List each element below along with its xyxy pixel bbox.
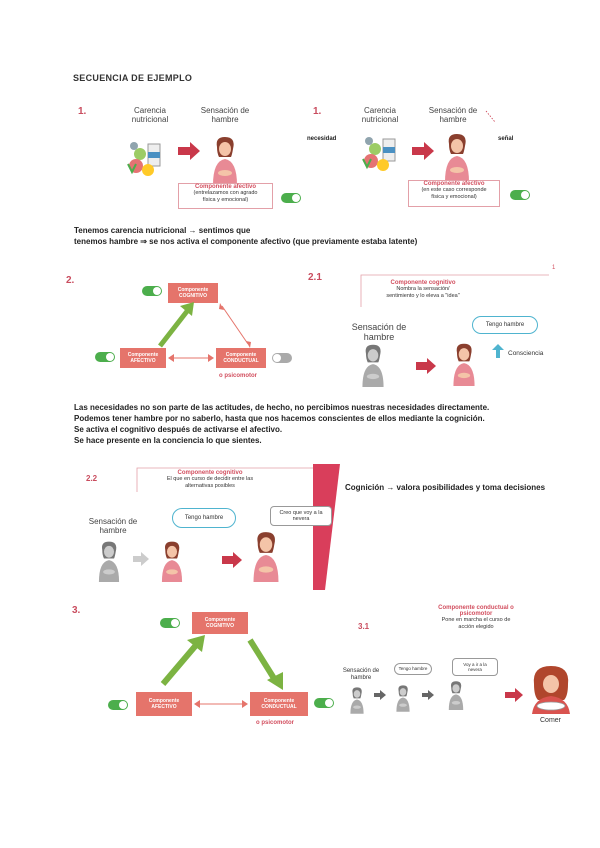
afectivo-box: Componente AFECTIVO xyxy=(136,692,192,716)
para-line: Se activa el cognitivo después de activa… xyxy=(74,425,283,434)
arrow-right-icon xyxy=(133,552,149,566)
toggle-on-icon[interactable] xyxy=(142,286,162,296)
thought-cloud: Tengo hambre xyxy=(472,316,538,334)
component-afectivo-box: Componente afectivo (entrelazamos con ag… xyxy=(178,183,273,209)
woman-eating-icon xyxy=(532,666,570,714)
consciencia-label: Consciencia xyxy=(508,350,544,357)
component-cognitivo-box: Componente cognitivo El que en curso de … xyxy=(140,470,280,489)
woman-grey-icon xyxy=(92,540,126,582)
arrow-right-icon xyxy=(505,688,523,702)
comp-body: El que en curso de decidir entre las alt… xyxy=(166,476,254,489)
para-line: Se hace presente en la conciencia lo que… xyxy=(74,436,262,445)
section-31-number: 3.1 xyxy=(358,622,370,631)
carencia-label: Carencia nutricional xyxy=(131,106,169,124)
paragraph-1: Tenemos carencia nutricional → sentimos … xyxy=(74,225,417,247)
comp-head: Componente afectivo xyxy=(423,181,485,187)
section-1-number: 1. xyxy=(78,106,87,117)
section-1b-number: 1. xyxy=(313,106,322,117)
sensacion-label: Sensación de hambre xyxy=(200,106,250,124)
triangle-arrows xyxy=(158,302,251,348)
cognitivo-box: Componente COGNITIVO xyxy=(192,612,248,634)
paragraph-2: Las necesidades no son parte de las acti… xyxy=(74,402,489,446)
arrow-right-icon xyxy=(416,358,436,374)
arrow-right-icon xyxy=(374,690,386,700)
comp-head: Componente cognitivo xyxy=(177,470,243,476)
comp-head: Componente conductual o psicomotor xyxy=(438,605,514,617)
section-2-number: 2. xyxy=(66,275,75,286)
section-frame xyxy=(136,464,340,590)
toggle-off-icon[interactable] xyxy=(272,353,292,363)
speech-bubble: Voy a ir a la nevera xyxy=(452,658,498,676)
woman-grey-icon xyxy=(444,680,468,710)
food-icon xyxy=(360,135,402,175)
toggle-on-icon[interactable] xyxy=(95,352,115,362)
toggle-on-icon[interactable] xyxy=(160,618,180,628)
double-arrow-icon xyxy=(194,700,248,708)
woman-icon xyxy=(155,540,189,582)
section-21-number: 2.1 xyxy=(308,272,322,283)
comer-label: Comer xyxy=(540,717,562,724)
page-title: SECUENCIA DE EJEMPLO xyxy=(73,73,193,83)
para-line: tenemos hambre ⇒ se nos activa el compon… xyxy=(74,237,418,246)
cognitivo-box: Componente COGNITIVO xyxy=(168,283,218,303)
sensacion-label: Sensación de hambre xyxy=(88,517,138,535)
comp-body: Pone en marcha el curso de acción elegid… xyxy=(441,617,511,630)
mark-label: 1 xyxy=(552,265,556,271)
psicomotor-label: o psicomotor xyxy=(256,720,295,726)
section-3-number: 3. xyxy=(72,605,81,616)
component-afectivo-box: Componente afectivo (en este caso corres… xyxy=(408,180,500,207)
woman-grey-icon xyxy=(355,343,391,387)
component-cognitivo-box: Componente cognitivo Nombra la sensación… xyxy=(363,280,483,299)
toggle-on-icon[interactable] xyxy=(510,190,530,200)
woman-thinking-icon xyxy=(245,530,287,582)
conductual-box: Componente CONDUCTUAL xyxy=(216,348,266,368)
toggle-on-icon[interactable] xyxy=(314,698,334,708)
comp-body: Nombra la sensación/ sentimiento y lo el… xyxy=(386,286,460,299)
component-frame xyxy=(360,274,549,307)
para-line: Podemos tener hambre por no saberlo, has… xyxy=(74,414,485,423)
sensacion-label: Sensación de hambre xyxy=(351,322,407,342)
comp-body: (en este caso corresponde física y emoci… xyxy=(421,187,487,200)
woman-grey-icon xyxy=(346,686,368,714)
component-conductual-box: Componente conductual o psicomotor Pone … xyxy=(418,605,534,630)
cognicion-text: Cognición → valora posibilidades y toma … xyxy=(345,483,546,492)
woman-icon xyxy=(446,342,482,386)
woman-grey-icon xyxy=(392,684,414,712)
para-line: Tenemos carencia nutricional → sentimos … xyxy=(74,226,251,235)
double-arrow-icon xyxy=(168,354,214,362)
toggle-on-icon[interactable] xyxy=(281,193,301,203)
para-line: Las necesidades no son parte de las acti… xyxy=(74,403,490,412)
arrow-right-icon xyxy=(178,142,200,160)
arrow-right-icon xyxy=(422,690,434,700)
conductual-box: Componente CONDUCTUAL xyxy=(250,692,308,716)
comp-head: Componente afectivo xyxy=(194,184,256,190)
psicomotor-label: o psicomotor xyxy=(219,373,258,379)
food-icon xyxy=(125,140,167,180)
woman-icon xyxy=(205,135,245,185)
senal-label: señal xyxy=(498,136,514,142)
carencia-label: Carencia nutricional xyxy=(361,106,399,124)
arrow-right-icon xyxy=(222,552,242,568)
arrow-down-icon xyxy=(485,110,496,123)
arrow-up-icon xyxy=(492,344,504,358)
section-22-number: 2.2 xyxy=(86,474,98,483)
sensacion-label: Sensación de hambre xyxy=(342,668,380,681)
arrow-right-icon xyxy=(412,142,434,160)
comp-head: Componente cognitivo xyxy=(390,280,456,286)
triangle-arrows xyxy=(160,635,283,690)
woman-icon xyxy=(437,132,477,182)
speech-bubble: Creo que voy a la nevera xyxy=(270,506,332,526)
thought-cloud: Tengo hambre xyxy=(394,663,432,675)
comp-body: (entrelazamos con agrado física y emocio… xyxy=(193,190,258,203)
sensacion-label: Sensación de hambre xyxy=(428,106,478,124)
afectivo-box: Componente AFECTIVO xyxy=(120,348,166,368)
thought-cloud: Tengo hambre xyxy=(172,508,236,528)
toggle-on-icon[interactable] xyxy=(108,700,128,710)
necesidad-label: necesidad xyxy=(307,136,337,142)
